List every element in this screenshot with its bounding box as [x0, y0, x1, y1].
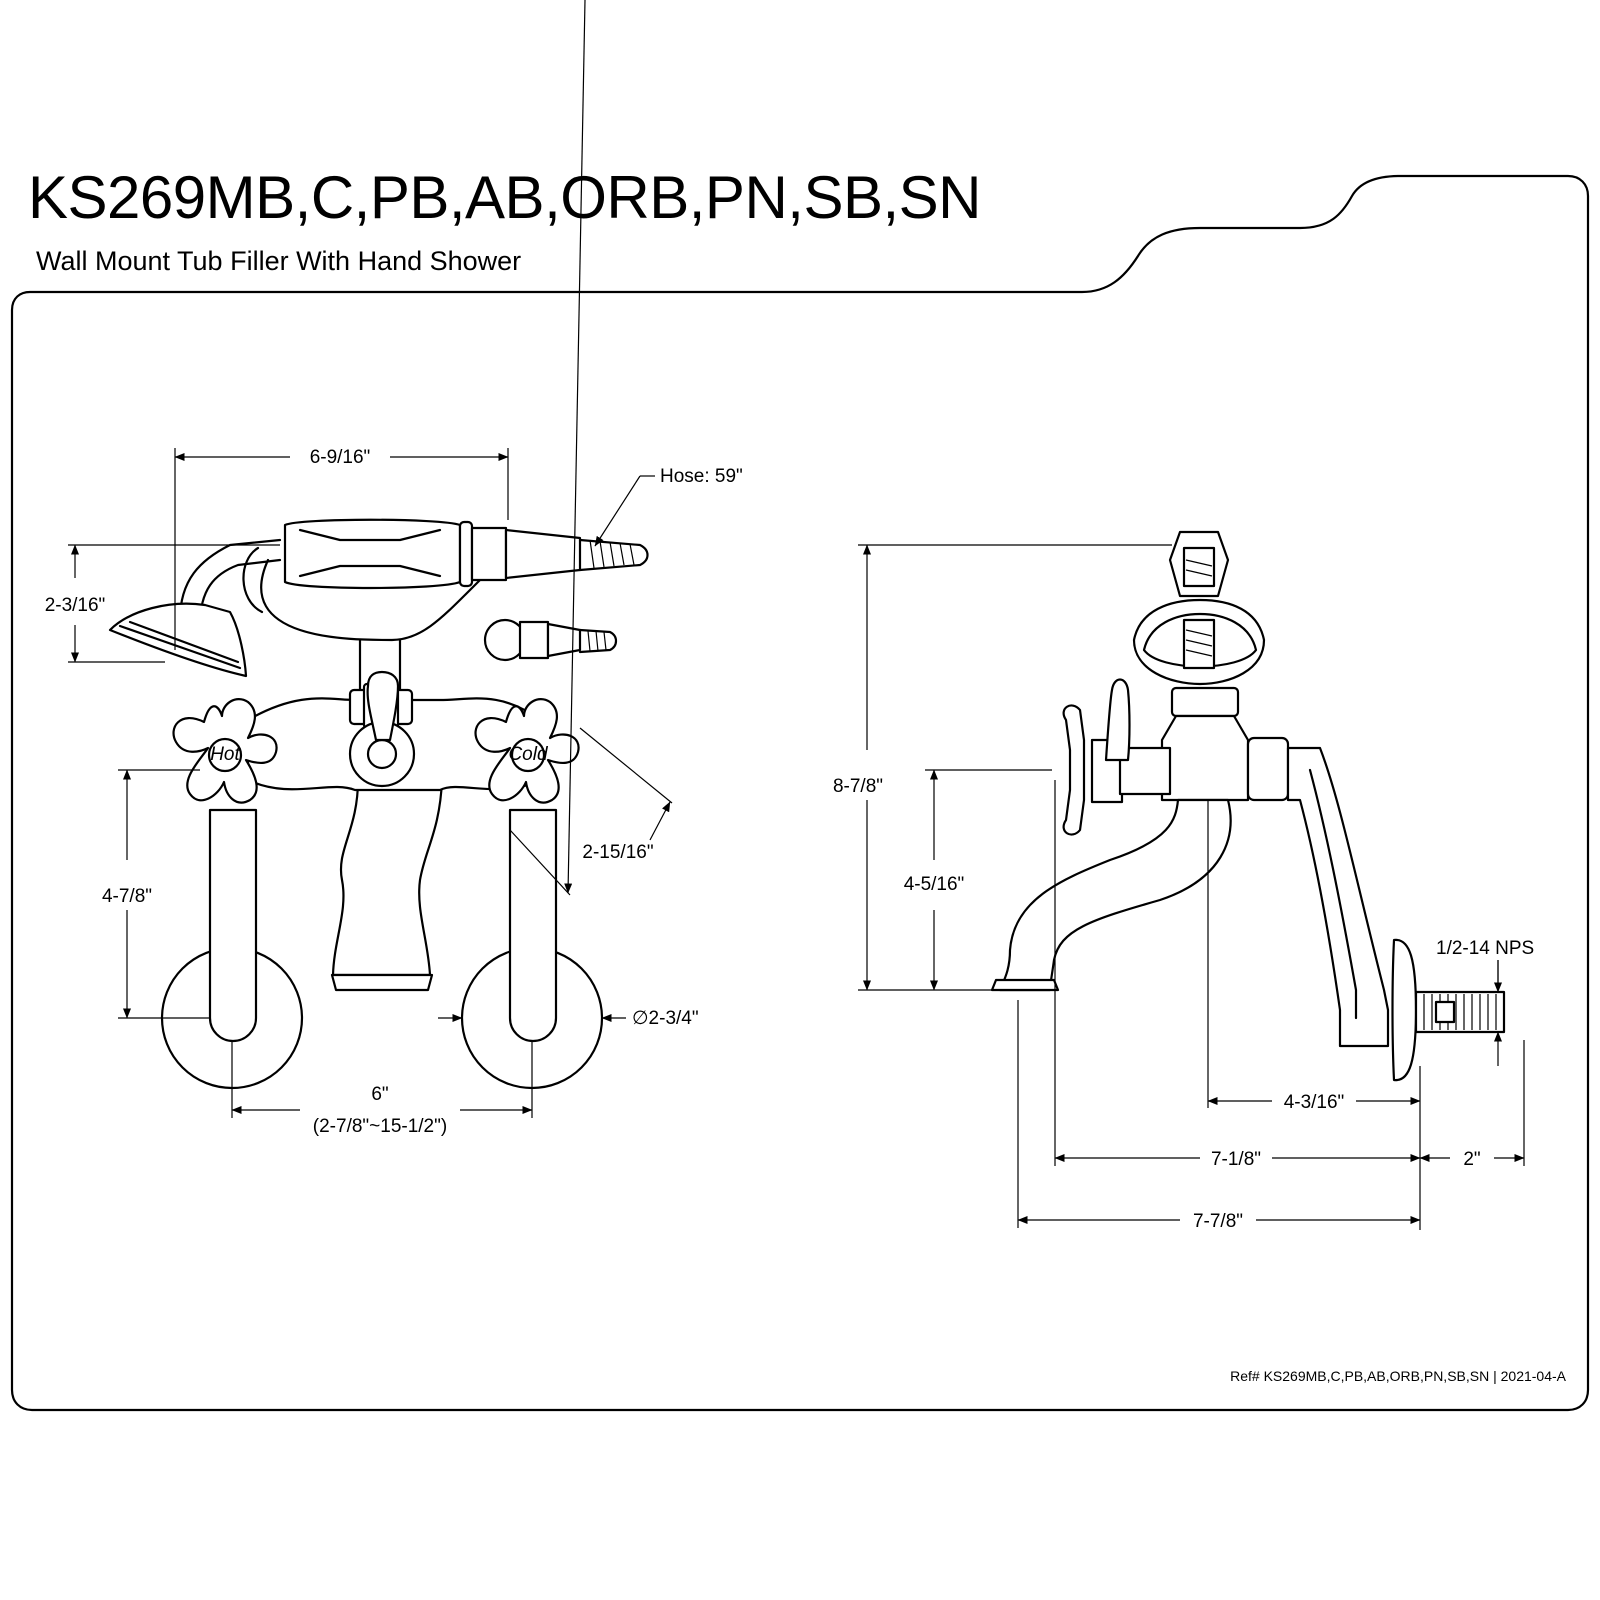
side-spout — [990, 798, 1232, 992]
side-supply-arm — [1246, 736, 1506, 1082]
hand-shower — [108, 518, 649, 678]
page-subtitle: Wall Mount Tub Filler With Hand Shower — [36, 246, 522, 276]
diverter-lever — [366, 670, 400, 742]
dim-flange-diameter: ∅2-3/4" — [632, 1008, 699, 1029]
hot-handle-label: Hot — [210, 744, 240, 765]
dim-spout-reach: 4-3/16" — [1284, 1092, 1345, 1113]
front-view: Hot Cold — [45, 0, 743, 1137]
hose-connector — [483, 618, 618, 662]
side-view: 8-7/8" 4-5/16" 1/2-14 NPS 4-3/16" 7-1/8"… — [833, 530, 1534, 1232]
dim-spout-height: 4-5/16" — [904, 874, 965, 895]
front-spout — [330, 778, 444, 992]
left-supply-arm — [160, 808, 304, 1090]
dim-handle-height: 4-7/8" — [102, 886, 152, 907]
dim-center-range: (2-7/8"~15-1/2") — [313, 1116, 447, 1137]
side-cradle — [1132, 530, 1266, 802]
dim-handset-length: 6-9/16" — [310, 447, 371, 468]
dim-center: 6" — [371, 1084, 388, 1105]
right-supply-arm — [460, 808, 604, 1090]
cold-cross-handle: Cold — [474, 698, 580, 804]
dim-total-reach: 7-7/8" — [1193, 1211, 1243, 1232]
cold-handle-label: Cold — [508, 744, 549, 765]
page-frame — [10, 174, 1590, 1412]
hose-label: Hose: 59" — [660, 466, 743, 487]
dim-handle-span: 2-15/16" — [582, 842, 653, 863]
thread-label: 1/2-14 NPS — [1436, 938, 1534, 959]
page-title: KS269MB,C,PB,AB,ORB,PN,SB,SN — [28, 164, 982, 231]
side-handle — [1062, 678, 1172, 836]
dim-total-height: 8-7/8" — [833, 776, 883, 797]
dim-inlet-length: 2" — [1463, 1149, 1480, 1170]
hot-cross-handle: Hot — [172, 698, 278, 804]
handshower-cradle — [260, 558, 482, 642]
dim-handset-height: 2-3/16" — [45, 595, 106, 616]
reference-footer: Ref# KS269MB,C,PB,AB,ORB,PN,SB,SN | 2021… — [1230, 1368, 1566, 1384]
dim-handle-reach: 7-1/8" — [1211, 1149, 1261, 1170]
